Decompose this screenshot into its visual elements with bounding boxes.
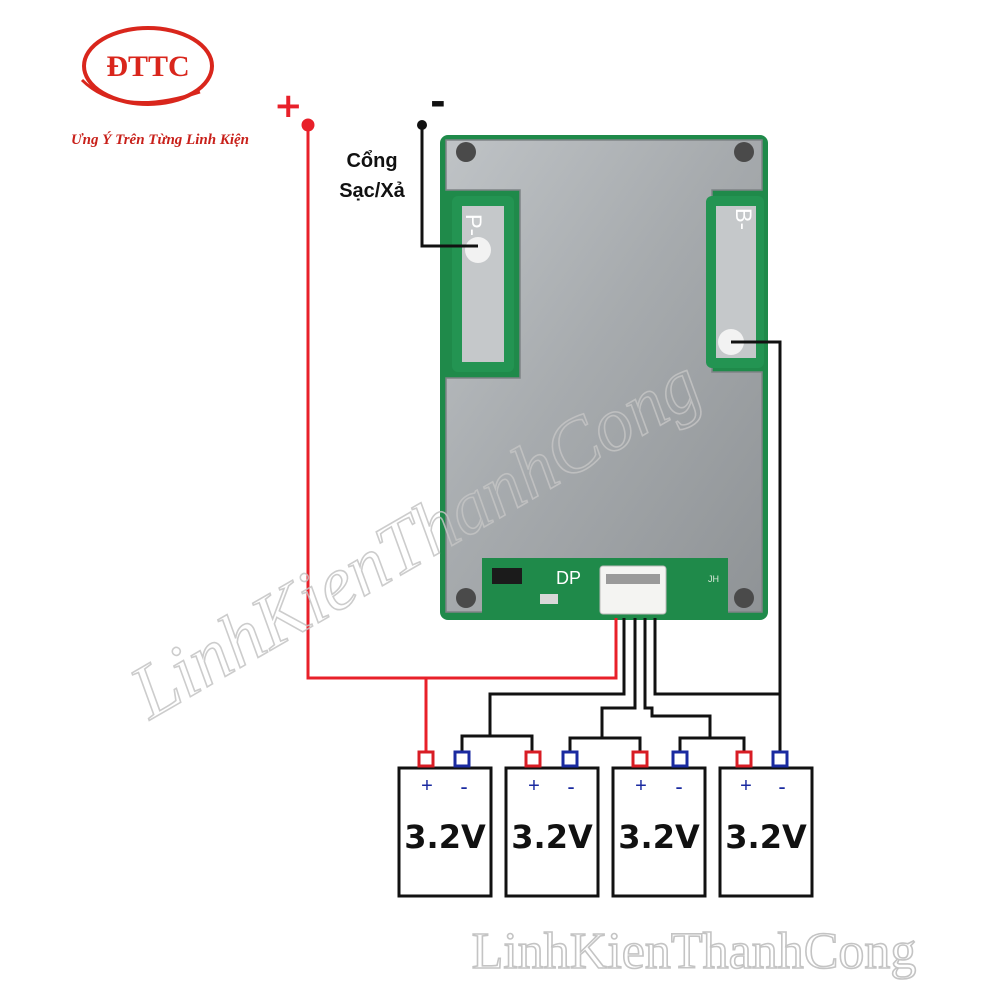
p-minus-label: P-: [461, 214, 486, 236]
cell-voltage: 3.2V: [404, 818, 486, 856]
dp-silk-label: DP: [556, 568, 581, 588]
bms-board: P- B- DP JH: [440, 135, 768, 620]
cell-plus-sign: +: [740, 775, 752, 797]
cell-plus-sign: +: [528, 775, 540, 797]
cell-minus-sign: -: [675, 774, 682, 799]
balance-connector: [599, 565, 667, 615]
b-minus-label: B-: [731, 208, 756, 230]
cell-minus-sign: -: [567, 774, 574, 799]
cell-voltage: 3.2V: [618, 818, 700, 856]
cell-1: + - 3.2V: [397, 750, 493, 898]
screw: [456, 588, 476, 608]
positive-terminal-sign: +: [274, 86, 303, 126]
port-negative-wire: [417, 120, 478, 248]
screw: [734, 142, 754, 162]
balance-wires: [460, 340, 782, 752]
screw: [734, 588, 754, 608]
charge-discharge-port-label: Cổng Sạc/Xả: [339, 150, 405, 202]
cell-voltage: 3.2V: [511, 818, 593, 856]
cell-3: + - 3.2V: [611, 750, 707, 898]
negative-terminal-sign: -: [430, 80, 446, 124]
jh-silk-label: JH: [708, 574, 719, 584]
cell-voltage: 3.2V: [725, 818, 807, 856]
watermark-bottom: LinhKienThanhCong: [472, 923, 917, 980]
logo-text: ĐTTC: [106, 50, 189, 83]
cell-plus-sign: +: [635, 775, 647, 797]
cell-minus-sign: -: [778, 774, 785, 799]
brand-tagline: Ưng Ý Trên Từng Linh Kiện: [70, 132, 249, 148]
screw: [456, 142, 476, 162]
cell-minus-sign: -: [460, 774, 467, 799]
cell-4: + - 3.2V: [718, 750, 814, 898]
cell-2: + - 3.2V: [504, 750, 600, 898]
brand-logo: ĐTTC: [80, 26, 214, 106]
positive-wire: [301, 118, 618, 752]
cell-plus-sign: +: [421, 775, 433, 797]
